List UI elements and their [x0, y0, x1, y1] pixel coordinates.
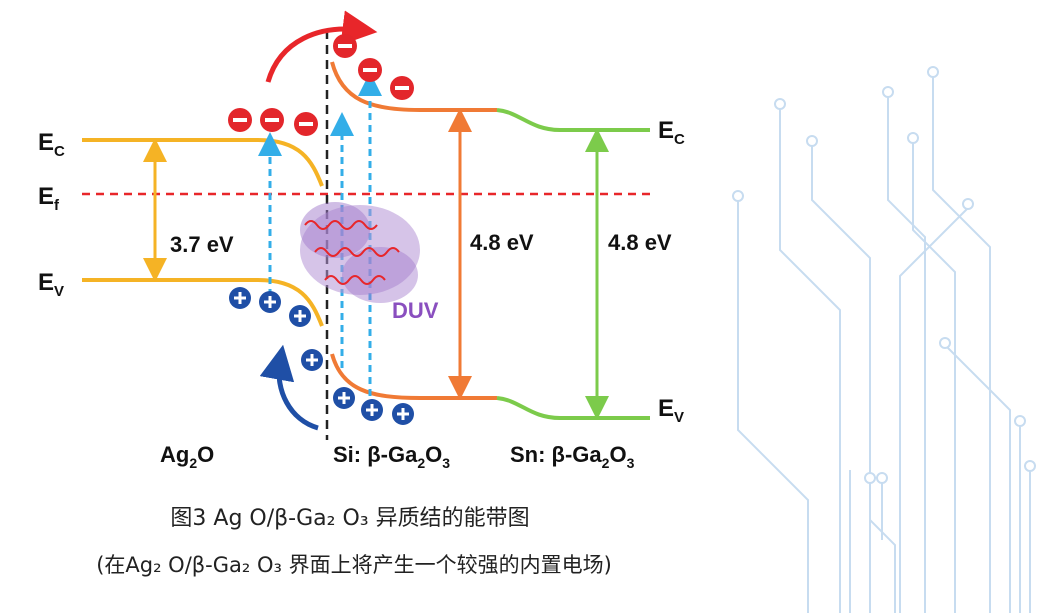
- holes: [229, 287, 414, 425]
- ag2o-gap-label: 3.7 eV: [170, 232, 234, 257]
- material-si-ga2o3: Si: β-Ga2O3: [333, 442, 450, 471]
- hole-drift-arrow: [259, 344, 319, 431]
- duv-illumination: [300, 202, 420, 303]
- si-gap-label: 4.8 eV: [470, 230, 534, 255]
- electron: [260, 108, 284, 132]
- hole: [259, 291, 281, 313]
- electron: [358, 58, 382, 82]
- duv-label: DUV: [392, 298, 439, 323]
- electron-drift-arrow: [265, 10, 378, 83]
- sn-gap-label: 4.8 eV: [608, 230, 672, 255]
- electron: [228, 108, 252, 132]
- ef-label: Ef: [38, 183, 60, 214]
- figure-caption: 图3 Ag O/β-Ga₂ O₃ 异质结的能带图: [170, 506, 530, 531]
- figure-caption-note: (在Ag₂ O/β-Ga₂ O₃ 界面上将产生一个较强的内置电场): [96, 553, 612, 577]
- electron: [333, 34, 357, 58]
- hole: [392, 403, 414, 425]
- si-ga2o3-valence-band: [330, 353, 497, 400]
- hole: [361, 399, 383, 421]
- ev-left-label: EV: [38, 269, 64, 300]
- material-ag2o: Ag2O: [160, 442, 214, 471]
- ag2o-valence-band: [82, 278, 324, 327]
- electron: [390, 76, 414, 100]
- ec-right-label: EC: [658, 117, 685, 148]
- hole: [333, 387, 355, 409]
- material-sn-ga2o3: Sn: β-Ga2O3: [510, 442, 635, 471]
- si-ga2o3-conduction-band: [330, 61, 497, 112]
- hole: [301, 349, 323, 371]
- ec-left-label: EC: [38, 129, 65, 160]
- electron: [294, 112, 318, 136]
- ev-right-label: EV: [658, 395, 684, 426]
- sn-ga2o3-conduction-band: [496, 108, 650, 132]
- electrons: [228, 34, 414, 136]
- circuit-decoration: [732, 66, 1036, 613]
- hole: [289, 305, 311, 327]
- hole: [229, 287, 251, 309]
- ag2o-conduction-band: [82, 138, 324, 187]
- sn-ga2o3-valence-band: [496, 396, 650, 420]
